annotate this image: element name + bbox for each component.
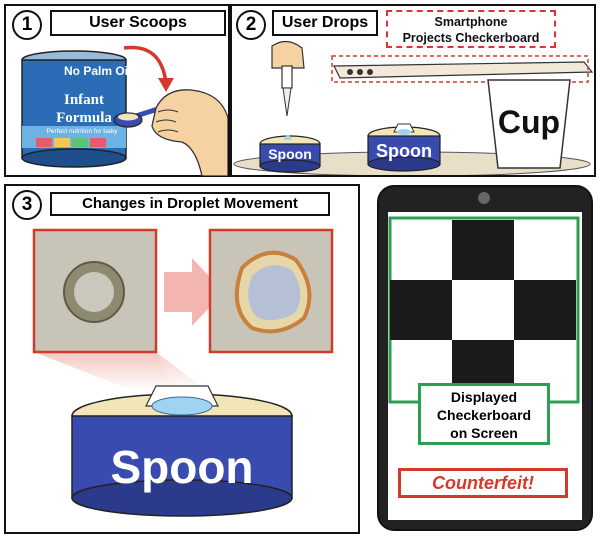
- smartphone-label-box: Smartphone Projects Checkerboard: [386, 10, 556, 48]
- step-number-2: 2: [236, 10, 266, 40]
- can-title-line-2: Formula: [56, 110, 112, 126]
- cup-label: Cup: [497, 104, 561, 140]
- spoon-large-label: Spoon: [110, 441, 254, 493]
- spoon-medium-label: Spoon: [376, 141, 432, 161]
- can-tagline: Perfect nutrition for baby: [46, 128, 118, 135]
- checkerboard-label-line-3: on Screen: [450, 425, 518, 441]
- panel-step-3: 3 Changes in Droplet Movement Spoon: [4, 184, 360, 534]
- step-number-1: 1: [12, 10, 42, 40]
- panel-step-1: 1 User Scoops No Palm Oil Infant Formula…: [4, 4, 230, 177]
- step-2-title: User Drops: [272, 10, 378, 36]
- step-number-3: 3: [12, 190, 42, 220]
- smartphone-label-line-2: Projects Checkerboard: [402, 31, 540, 45]
- checkerboard-label-line-2: Checkerboard: [436, 407, 532, 423]
- drop-illustration: [233, 40, 594, 175]
- checkerboard-label-line-1: Displayed: [450, 389, 518, 405]
- can-title-line-1: Infant: [63, 92, 104, 108]
- checkerboard-label-box: Displayed Checkerboard on Screen: [418, 383, 550, 445]
- droplet-change-illustration: [32, 228, 334, 517]
- step-1-title: User Scoops: [50, 10, 226, 36]
- spoon-small-label: Spoon: [268, 146, 312, 162]
- scoop-illustration: [21, 45, 228, 176]
- verdict-badge: Counterfeit!: [398, 468, 568, 498]
- smartphone-label-line-1: Smartphone: [434, 15, 508, 29]
- can-brand-text: No Palm Oil: [64, 64, 132, 78]
- panel-step-2: 2 User Drops Smartphone Projects Checker…: [230, 4, 596, 177]
- step-3-title: Changes in Droplet Movement: [50, 192, 330, 216]
